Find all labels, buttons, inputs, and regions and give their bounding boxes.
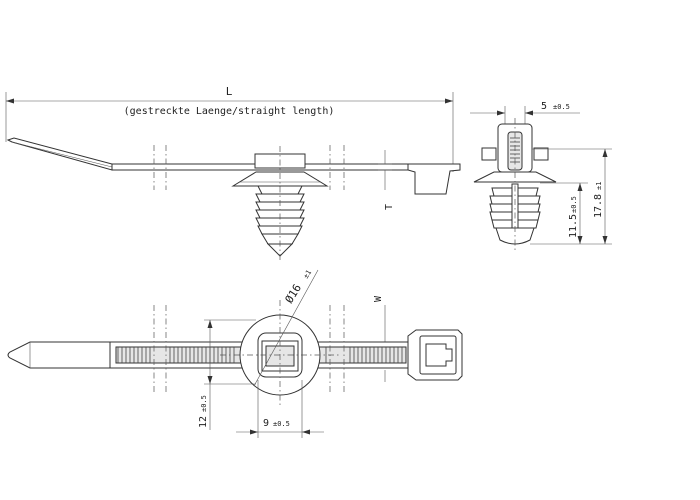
- base-height-value: 11.5: [568, 214, 579, 238]
- side-view: L (gestreckte Laenge/straight length) T: [5, 85, 461, 262]
- tie-head-slot: [425, 343, 453, 367]
- head-width-tol: ±0.5: [553, 103, 570, 111]
- tie-head-side: [407, 163, 461, 195]
- arrow-right: [445, 98, 453, 104]
- length-symbol: L: [226, 85, 233, 98]
- length-note: (gestreckte Laenge/straight length): [124, 106, 335, 117]
- thickness-symbol: T: [384, 204, 395, 210]
- plate-width-value: 9: [263, 418, 269, 429]
- base-height-tol: ±0.5: [570, 196, 578, 213]
- width-symbol: W: [373, 295, 384, 302]
- arrow-left: [6, 98, 14, 104]
- plate-height-value: 12: [198, 416, 209, 428]
- plate-height-tol: ±0.5: [200, 395, 208, 412]
- tie-tail-plan: [7, 341, 111, 369]
- disc-diameter-value: Ø16: [283, 282, 305, 306]
- head-width-value: 5: [541, 101, 547, 112]
- strap-teeth: [117, 347, 403, 363]
- total-height-tol: ±1: [595, 182, 603, 190]
- plate-width-tol: ±0.5: [273, 420, 290, 428]
- disc-diameter-tol: ±1: [302, 269, 313, 280]
- total-height-value: 17.8: [593, 194, 604, 218]
- end-view: 5 ±0.5: [470, 101, 612, 250]
- plan-view: W Ø16 ±1 12 ±0.5: [7, 269, 463, 438]
